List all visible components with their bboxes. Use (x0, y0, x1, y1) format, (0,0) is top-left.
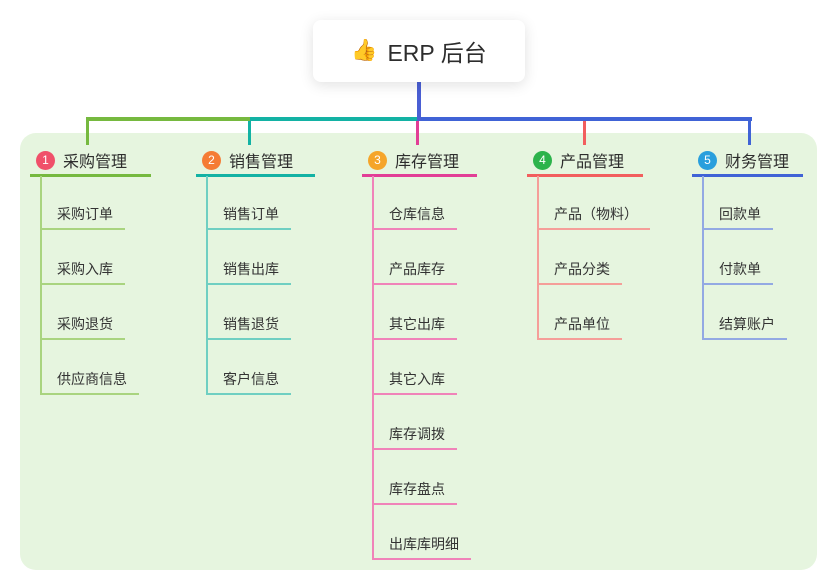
connector-root-line (417, 82, 421, 121)
branch-label: 销售管理 (229, 154, 294, 171)
root-node[interactable]: 👍 ERP 后台 (313, 20, 525, 82)
branch-child-rail (206, 176, 208, 395)
branch-underline (30, 174, 151, 177)
child-node[interactable]: 库存盘点 (372, 479, 457, 505)
branch-node-5[interactable]: 5 财务管理 (698, 147, 789, 173)
branch-child-rail (537, 176, 539, 340)
branch-badge-4: 4 (533, 150, 552, 170)
branch-label: 产品管理 (560, 154, 625, 171)
connector-drop-branch-5 (748, 117, 751, 145)
child-node[interactable]: 付款单 (702, 259, 773, 285)
branch-child-rail (702, 176, 704, 340)
branch-node-3[interactable]: 3 库存管理 (368, 147, 459, 173)
branch-node-4[interactable]: 4 产品管理 (533, 147, 624, 173)
branch-child-rail (40, 176, 42, 395)
branch-child-rail (372, 176, 374, 560)
branch-underline (362, 174, 477, 177)
child-node[interactable]: 其它出库 (372, 314, 457, 340)
child-node[interactable]: 产品分类 (537, 259, 622, 285)
child-node[interactable]: 产品（物料） (537, 204, 650, 230)
child-node[interactable]: 采购订单 (40, 204, 125, 230)
child-node[interactable]: 仓库信息 (372, 204, 457, 230)
child-node[interactable]: 供应商信息 (40, 369, 139, 395)
branch-badge-3: 3 (368, 150, 387, 170)
child-node[interactable]: 结算账户 (702, 314, 787, 340)
branch-underline (196, 174, 315, 177)
connector-bus-segment (417, 117, 752, 121)
branch-badge-5: 5 (698, 150, 717, 170)
child-node[interactable]: 采购退货 (40, 314, 125, 340)
connector-bus-segment (250, 117, 419, 121)
connector-drop-branch-2 (248, 117, 251, 145)
connector-drop-branch-3 (416, 117, 419, 145)
branch-underline (527, 174, 643, 177)
mindmap-panel (20, 133, 817, 570)
connector-bus-segment (86, 117, 252, 121)
child-node[interactable]: 采购入库 (40, 259, 125, 285)
child-node[interactable]: 产品单位 (537, 314, 622, 340)
connector-drop-branch-4 (583, 117, 586, 145)
child-node[interactable]: 销售退货 (206, 314, 291, 340)
child-node[interactable]: 客户信息 (206, 369, 291, 395)
branch-label: 采购管理 (63, 154, 128, 171)
branch-underline (692, 174, 803, 177)
connector-drop-branch-1 (86, 117, 89, 145)
child-node[interactable]: 回款单 (702, 204, 773, 230)
child-node[interactable]: 出库库明细 (372, 534, 471, 560)
child-node[interactable]: 销售出库 (206, 259, 291, 285)
root-title: ERP 后台 (387, 40, 487, 66)
branch-node-2[interactable]: 2 销售管理 (202, 147, 293, 173)
child-node[interactable]: 销售订单 (206, 204, 291, 230)
child-node[interactable]: 其它入库 (372, 369, 457, 395)
branch-badge-2: 2 (202, 150, 221, 170)
branch-label: 库存管理 (395, 154, 460, 171)
branch-badge-1: 1 (36, 150, 55, 170)
child-node[interactable]: 库存调拨 (372, 424, 457, 450)
child-node[interactable]: 产品库存 (372, 259, 457, 285)
branch-node-1[interactable]: 1 采购管理 (36, 147, 127, 173)
thumbs-up-icon: 👍 (351, 39, 378, 62)
branch-label: 财务管理 (725, 154, 790, 171)
